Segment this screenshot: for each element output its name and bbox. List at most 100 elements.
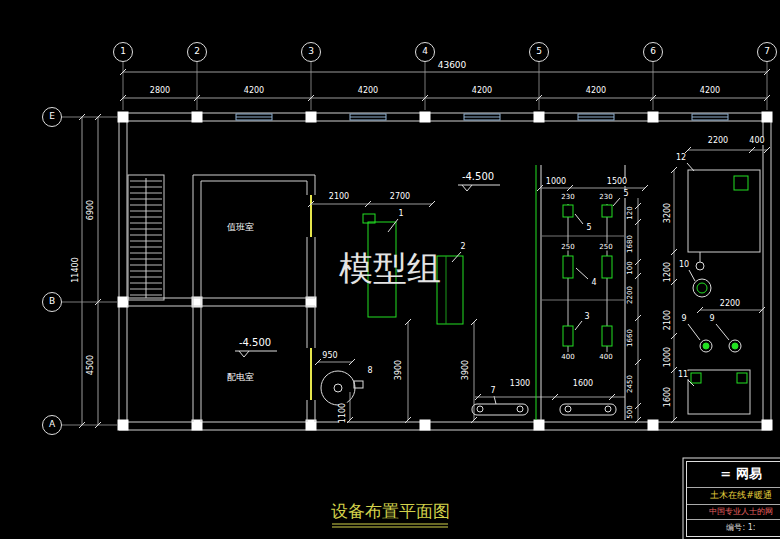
column [118, 112, 128, 122]
callout-number: 3 [583, 313, 590, 321]
window [692, 117, 728, 118]
wall-line [119, 430, 771, 431]
callout-number: 5 [585, 224, 592, 232]
equipment-outline [363, 214, 375, 223]
axis-line [311, 62, 312, 110]
dimension-tick [315, 359, 321, 365]
axis-label: B [49, 297, 55, 307]
dimension-tick [471, 417, 477, 423]
dimension-tick [567, 185, 573, 191]
equipment-circle [477, 406, 483, 412]
axis-bubble: 2 [187, 42, 207, 62]
dimension-text: 2450 [627, 374, 634, 394]
dimension-tick [120, 95, 126, 101]
dimension-tick [759, 307, 765, 313]
dimension-tick [405, 319, 411, 325]
dimension-text: 1660 [627, 328, 634, 348]
column [420, 112, 430, 122]
window [236, 114, 272, 120]
dimension-line [674, 170, 675, 420]
equipment-circle [700, 340, 712, 352]
axis-line [539, 62, 540, 110]
equipment-circle [729, 340, 741, 352]
dimension-tick [422, 95, 428, 101]
axis-label: 7 [764, 47, 770, 57]
dimension-tick [671, 417, 677, 423]
callout-number: 1 [397, 210, 404, 218]
equipment-outline [688, 370, 750, 414]
dimension-text: 43600 [437, 61, 468, 70]
dimension-line [123, 72, 767, 73]
drawing-title: 设备布置平面图 [330, 503, 451, 520]
dimension-text: 3900 [462, 359, 470, 381]
dimension-text: 1600 [664, 386, 672, 408]
axis-bubble: 5 [529, 42, 549, 62]
dimension-tick [552, 394, 558, 400]
equipment-outline [563, 256, 573, 278]
room-name: 值班室 [227, 223, 254, 233]
dimension-line [98, 117, 99, 425]
wall-line [119, 121, 771, 122]
axis-line [767, 62, 768, 110]
equipment-outline [737, 373, 747, 383]
pipe [625, 165, 626, 420]
leader-line [689, 270, 695, 281]
dimension-text: 2800 [149, 87, 171, 95]
wall-line [127, 121, 128, 422]
dimension-line [540, 188, 645, 189]
dimension-tick [95, 422, 101, 428]
equipment-outline [602, 256, 612, 278]
dimension-tick [79, 114, 85, 120]
wall-line [307, 237, 308, 298]
dimension-line [82, 117, 83, 425]
axis-bubble: B [42, 292, 62, 312]
callout-number: 11 [677, 371, 689, 379]
axis-line [653, 62, 654, 110]
wall-line [307, 400, 308, 422]
dimension-tick [405, 417, 411, 423]
dimension-tick [764, 95, 770, 101]
dimension-tick [194, 95, 200, 101]
axis-bubble-circle [188, 43, 207, 62]
dimension-text: 11400 [72, 256, 80, 283]
dimension-text: 400 [598, 354, 613, 361]
equipment-circle [605, 406, 611, 412]
callout-number: 4 [590, 279, 597, 287]
axis-bubble: 3 [301, 42, 321, 62]
wall-line [763, 121, 764, 422]
axis-bubble-circle [530, 43, 549, 62]
dimension-tick [764, 69, 770, 75]
dimension-tick [635, 417, 641, 423]
callout-number: 7 [489, 387, 496, 395]
leader-line [388, 219, 398, 232]
column [192, 112, 202, 122]
window [578, 114, 614, 120]
elevation-line [458, 185, 500, 186]
axis-label: 2 [194, 47, 200, 57]
dimension-text: 4200 [357, 87, 379, 95]
dimension-text: 250 [598, 244, 613, 251]
callout-number: 10 [678, 261, 690, 269]
axis-line [123, 62, 124, 110]
stair [128, 175, 164, 300]
dimension-tick [685, 147, 691, 153]
axis-bubble: 4 [415, 42, 435, 62]
dimension-text: 1100 [339, 402, 347, 424]
column [534, 420, 544, 430]
elevation-mark: -4.500 [461, 172, 495, 182]
wall-line [201, 181, 307, 182]
axis-line [62, 425, 117, 426]
dimension-line [408, 322, 409, 420]
axis-bubble-circle [114, 43, 133, 62]
column [118, 420, 128, 430]
dimension-line [700, 310, 762, 311]
leader-line [613, 198, 620, 206]
elevation-line [235, 351, 277, 352]
window [350, 117, 386, 118]
axis-bubble-circle [416, 43, 435, 62]
window [350, 114, 386, 120]
dimension-text: 2200 [707, 137, 729, 145]
title-underline [332, 524, 448, 525]
dimension-text: 6900 [87, 199, 95, 221]
dimension-text: 4500 [87, 354, 95, 376]
